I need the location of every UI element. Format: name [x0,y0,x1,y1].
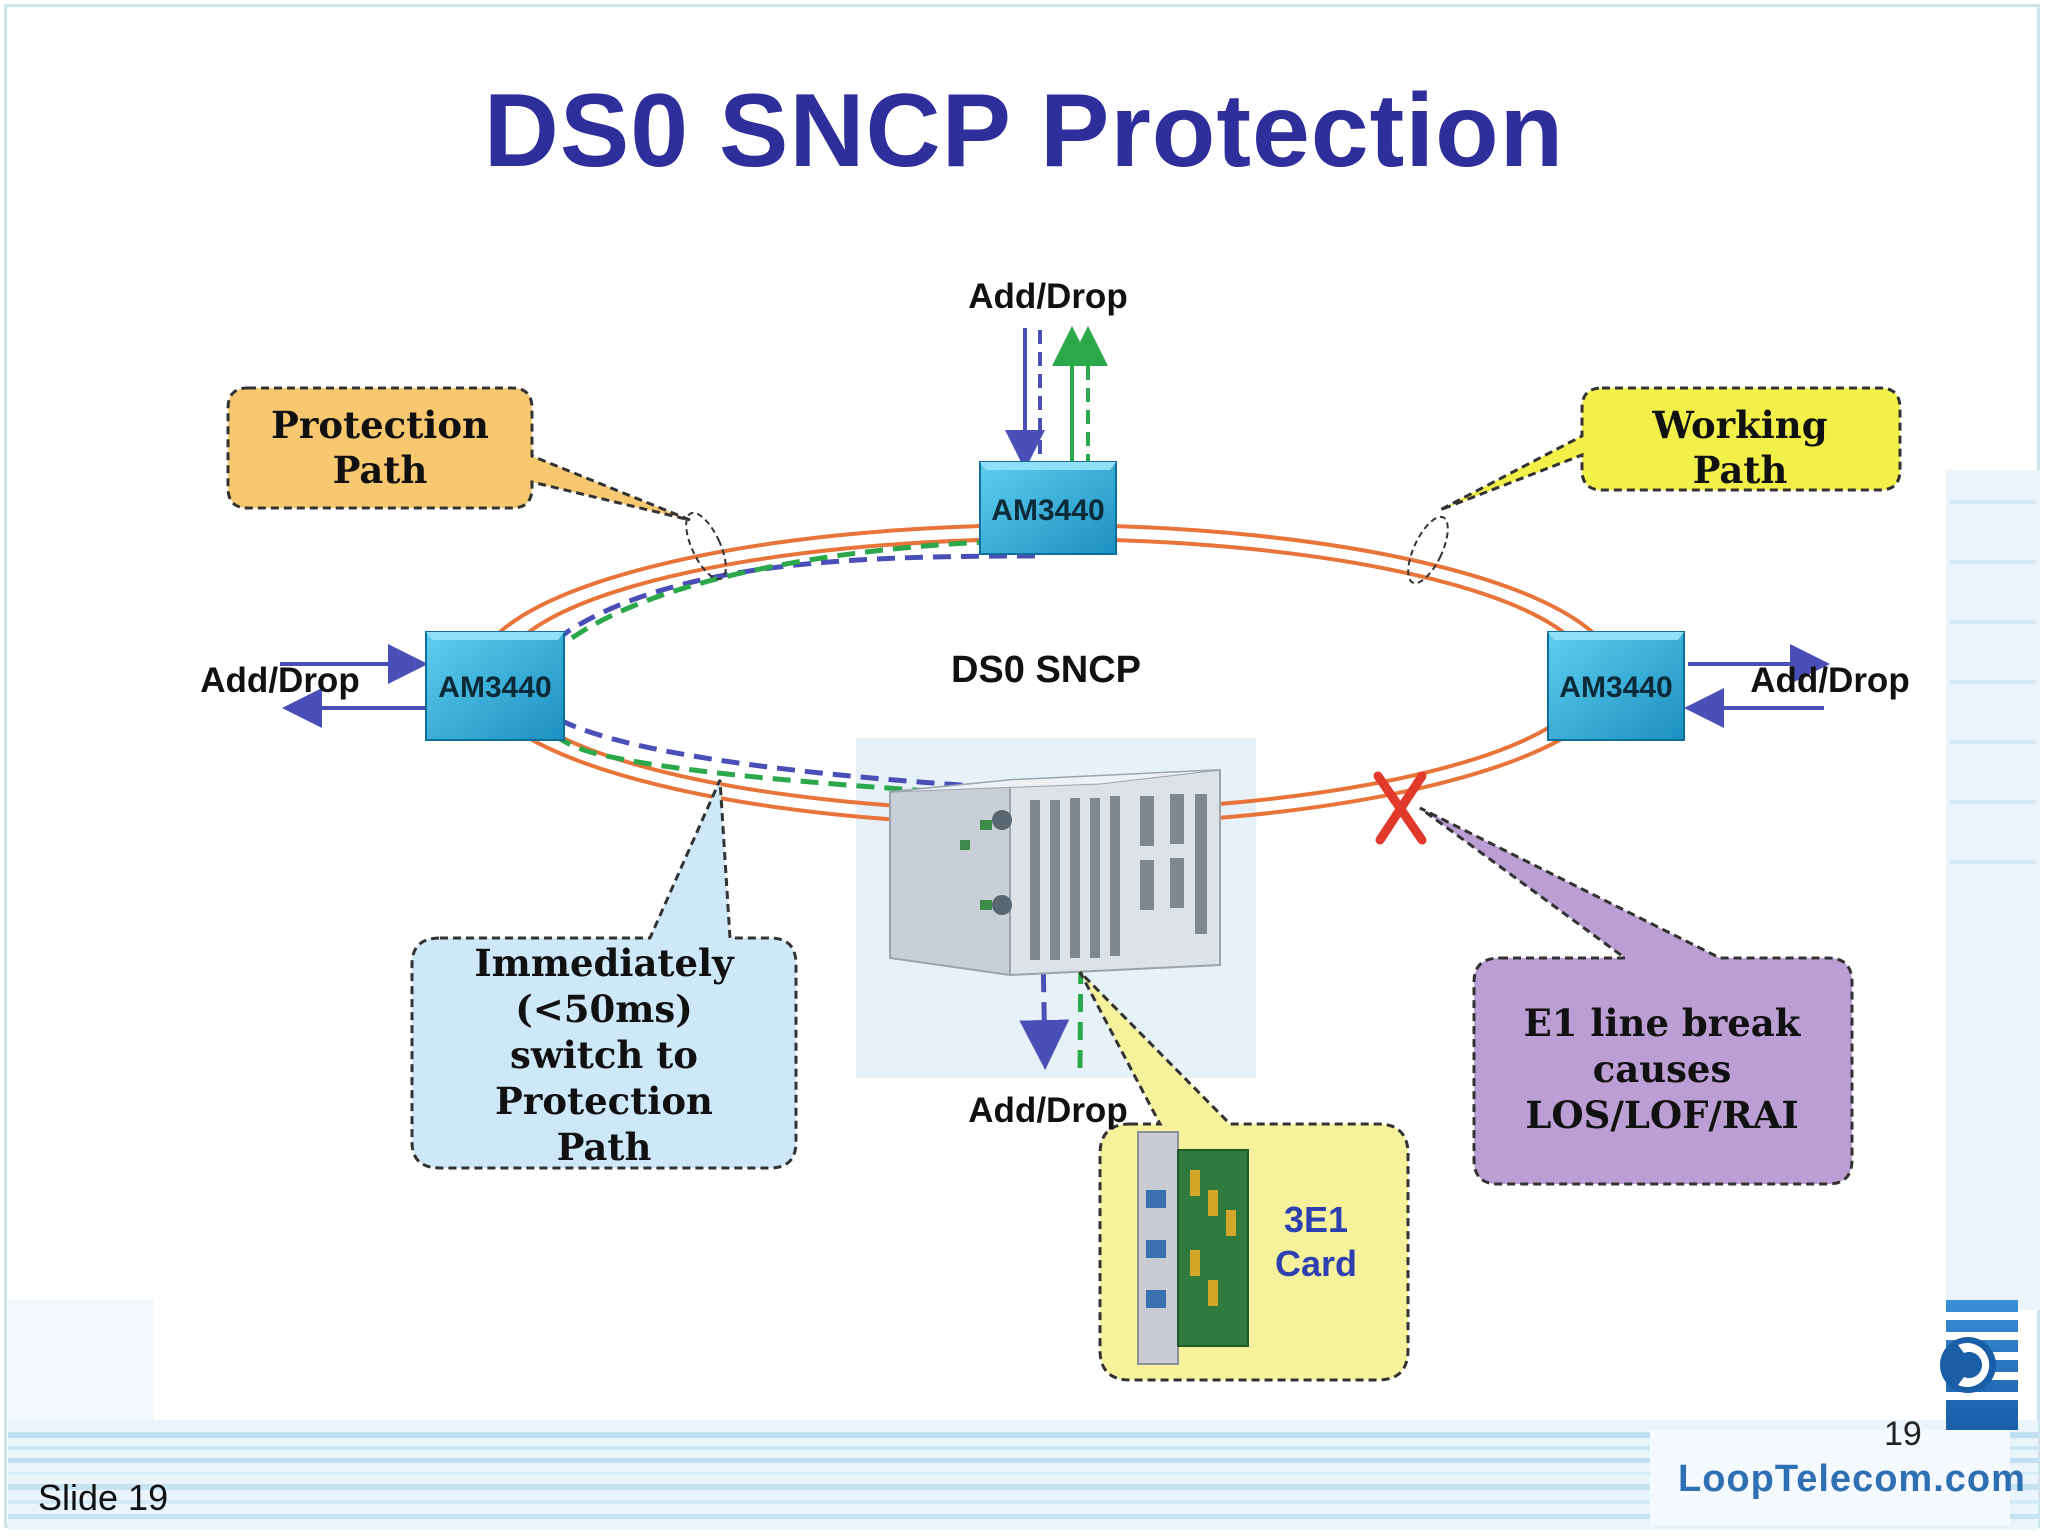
node-left: AM3440 [425,631,565,741]
callout-card: 3E1 Card [1078,970,1410,1382]
card-image [1137,1131,1249,1365]
working-marker [1407,515,1449,585]
slide-title: DS0 SNCP Protection [483,73,1565,189]
callout-switch-line-4: Protection [495,1079,713,1123]
callout-protection-line-1: Protection [271,403,489,447]
add-drop-label-top: Add/Drop [968,277,1127,316]
add-drop-label-right: Add/Drop [1750,661,1909,700]
brand-url: LoopTelecom.com [1678,1458,2026,1500]
slide-number: Slide 19 [38,1477,169,1518]
node-left-label: AM3440 [438,671,551,704]
right-add-drop-arrows [1684,644,1830,728]
add-drop-label-bottom: Add/Drop [968,1091,1127,1130]
callout-break-line-2: causes [1593,1047,1732,1091]
callout-switch-line-3: switch to [510,1033,698,1077]
callout-line-break: E1 line break causes LOS/LOF/RAI [1419,806,1854,1186]
callout-working-line-2: Path [1693,448,1788,492]
callout-card-line-2: Card [1275,1243,1357,1284]
callout-switch-line-2: (<50ms) [515,987,692,1031]
node-top: AM3440 [979,461,1117,555]
protection-marker [685,511,727,581]
node-right: AM3440 [1547,631,1685,741]
chassis-image [889,768,1221,977]
company-logo [1940,1300,2018,1430]
callout-working-path: Working Path [1439,386,1902,512]
page-number: 19 [1884,1415,1922,1453]
add-drop-label-left: Add/Drop [200,661,359,700]
callout-card-line-1: 3E1 [1284,1199,1348,1240]
node-top-label: AM3440 [991,494,1104,527]
callout-working-line-1: Working [1651,403,1827,447]
line-break-mark [1373,771,1427,845]
top-add-drop-arrows [1005,326,1108,470]
callout-switch-line-5: Path [557,1125,652,1169]
callout-switch-line-1: Immediately [474,941,735,985]
working-path-line [528,537,1085,1069]
left-add-drop-arrows [280,644,428,728]
callout-switch: Immediately (<50ms) switch to Protection… [410,779,798,1170]
node-right-label: AM3440 [1559,671,1672,704]
callout-break-line-3: LOS/LOF/RAI [1525,1093,1798,1137]
callout-break-line-1: E1 line break [1524,1001,1802,1045]
ring-center-label: DS0 SNCP [951,649,1141,691]
background-decoration [8,470,2040,1530]
callout-protection-line-2: Path [333,448,428,492]
callout-protection-path: Protection Path [226,386,691,522]
